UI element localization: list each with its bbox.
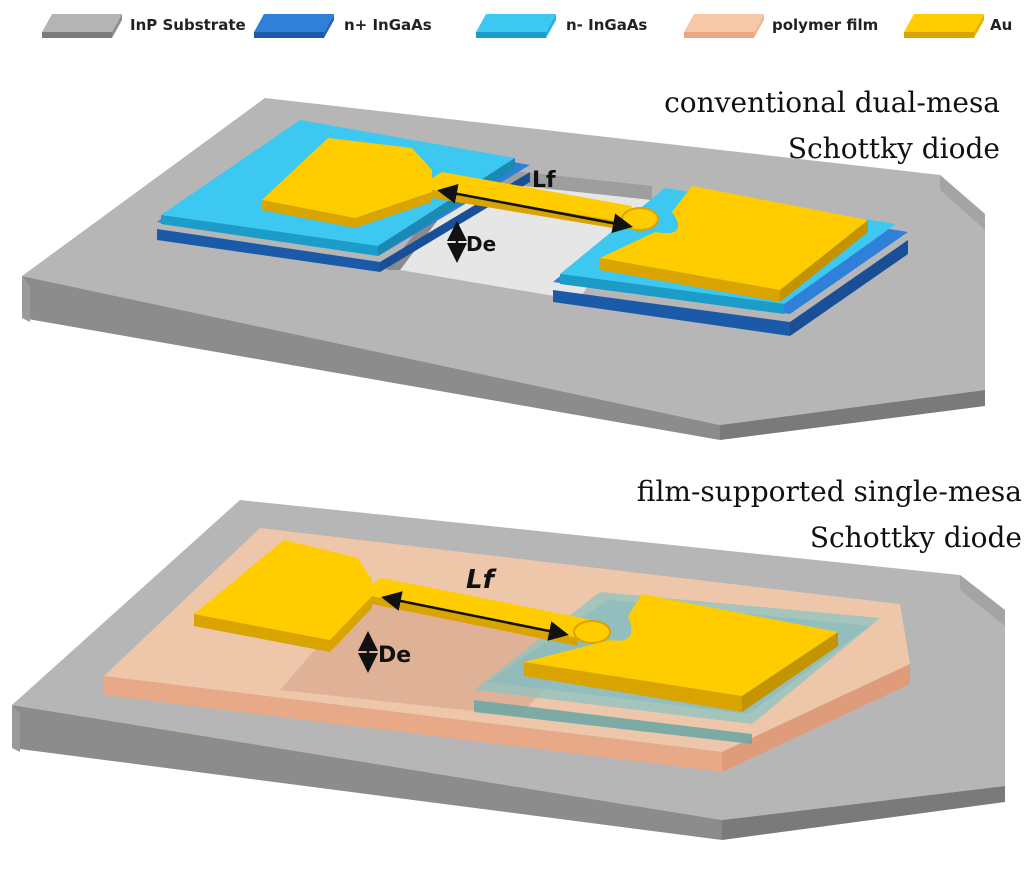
legend-swatch-polymer-film (684, 14, 764, 32)
top-au-left-pad-top (262, 138, 432, 218)
bottom-au-right-pad (524, 594, 838, 712)
bottom-device-title-line2: Schottky diode (810, 521, 1022, 554)
bottom-au-left-pad-top (194, 540, 372, 640)
bottom-finger-length-dimension: Lf (381, 565, 569, 641)
top-left-n-minus-front (161, 215, 378, 256)
bottom-film-right (722, 664, 910, 772)
top-finger-length-arrow (437, 183, 633, 234)
legend-swatch-au (904, 14, 984, 32)
legend-item-au: Au (904, 14, 1012, 38)
bottom-au-left-pad-side (194, 596, 372, 652)
bottom-finger-length-arrow (381, 591, 569, 641)
bottom-substrate-right-face (722, 786, 1005, 840)
top-device: conventional dual-mesa Schottky diode (22, 86, 1000, 440)
legend-label-polymer-film: polymer film (772, 16, 878, 34)
legend-item-n-minus-ingaas: n- InGaAs (476, 14, 647, 38)
top-left-n-plus-front (157, 229, 380, 272)
top-depth-label: De (466, 232, 496, 256)
bottom-au-left-pad (194, 540, 372, 652)
bottom-au-right-pad-right (742, 632, 838, 712)
top-finger-length-label: Lf (532, 168, 556, 193)
bottom-au-right-pad-top (524, 594, 838, 696)
top-au-left-pad (262, 138, 432, 228)
legend-swatch-n-minus-ingaas (476, 14, 556, 32)
top-finger-length-dimension: Lf (437, 168, 633, 234)
top-right-n-plus-front (553, 290, 790, 336)
bottom-finger-length-label: Lf (466, 565, 498, 595)
bottom-substrate-front-face (12, 705, 722, 840)
legend-label-au: Au (990, 16, 1012, 34)
legend-swatch-n-plus-ingaas (254, 14, 334, 32)
bottom-film-front (104, 676, 722, 772)
bottom-depth-label: De (378, 643, 411, 668)
bottom-mesa-front (474, 700, 752, 744)
top-right-n-minus-front (560, 274, 784, 314)
bottom-au-finger-tip (573, 620, 611, 644)
top-au-right-pad-right (780, 220, 868, 302)
legend-label-n-plus-ingaas: n+ InGaAs (344, 16, 432, 34)
bottom-substrate-right-edge (960, 575, 1005, 626)
top-au-right-pad (600, 186, 868, 302)
top-substrate-right-edge (940, 175, 985, 230)
top-depth-dimension: De (447, 221, 496, 263)
top-device-title-line2: Schottky diode (788, 132, 1000, 165)
top-substrate-right-face (720, 390, 985, 440)
bottom-au-right-pad-side (524, 662, 742, 712)
top-au-left-pad-side (262, 192, 432, 228)
legend-item-inp-substrate: InP Substrate (42, 14, 246, 38)
top-au-right-pad-top (600, 186, 868, 290)
top-substrate-front-face (22, 276, 720, 440)
legend-swatch-inp-substrate (42, 14, 122, 32)
legend-item-n-plus-ingaas: n+ InGaAs (254, 14, 432, 38)
bottom-device-title-line1: film-supported single-mesa (637, 475, 1022, 508)
top-au-right-pad-side (600, 258, 780, 302)
legend-label-n-minus-ingaas: n- InGaAs (566, 16, 647, 34)
legend-label-inp-substrate: InP Substrate (130, 16, 246, 34)
bottom-device: film-supported single-mesa Schottky diod… (12, 475, 1022, 840)
top-right-n-plus-right (790, 240, 908, 336)
legend-item-polymer-film: polymer film (684, 14, 878, 38)
top-device-title-line1: conventional dual-mesa (664, 86, 1000, 119)
bottom-depth-dimension: De (358, 631, 411, 673)
legend: InP Substrate n+ InGaAs n- InGaAs polyme… (42, 14, 1012, 38)
